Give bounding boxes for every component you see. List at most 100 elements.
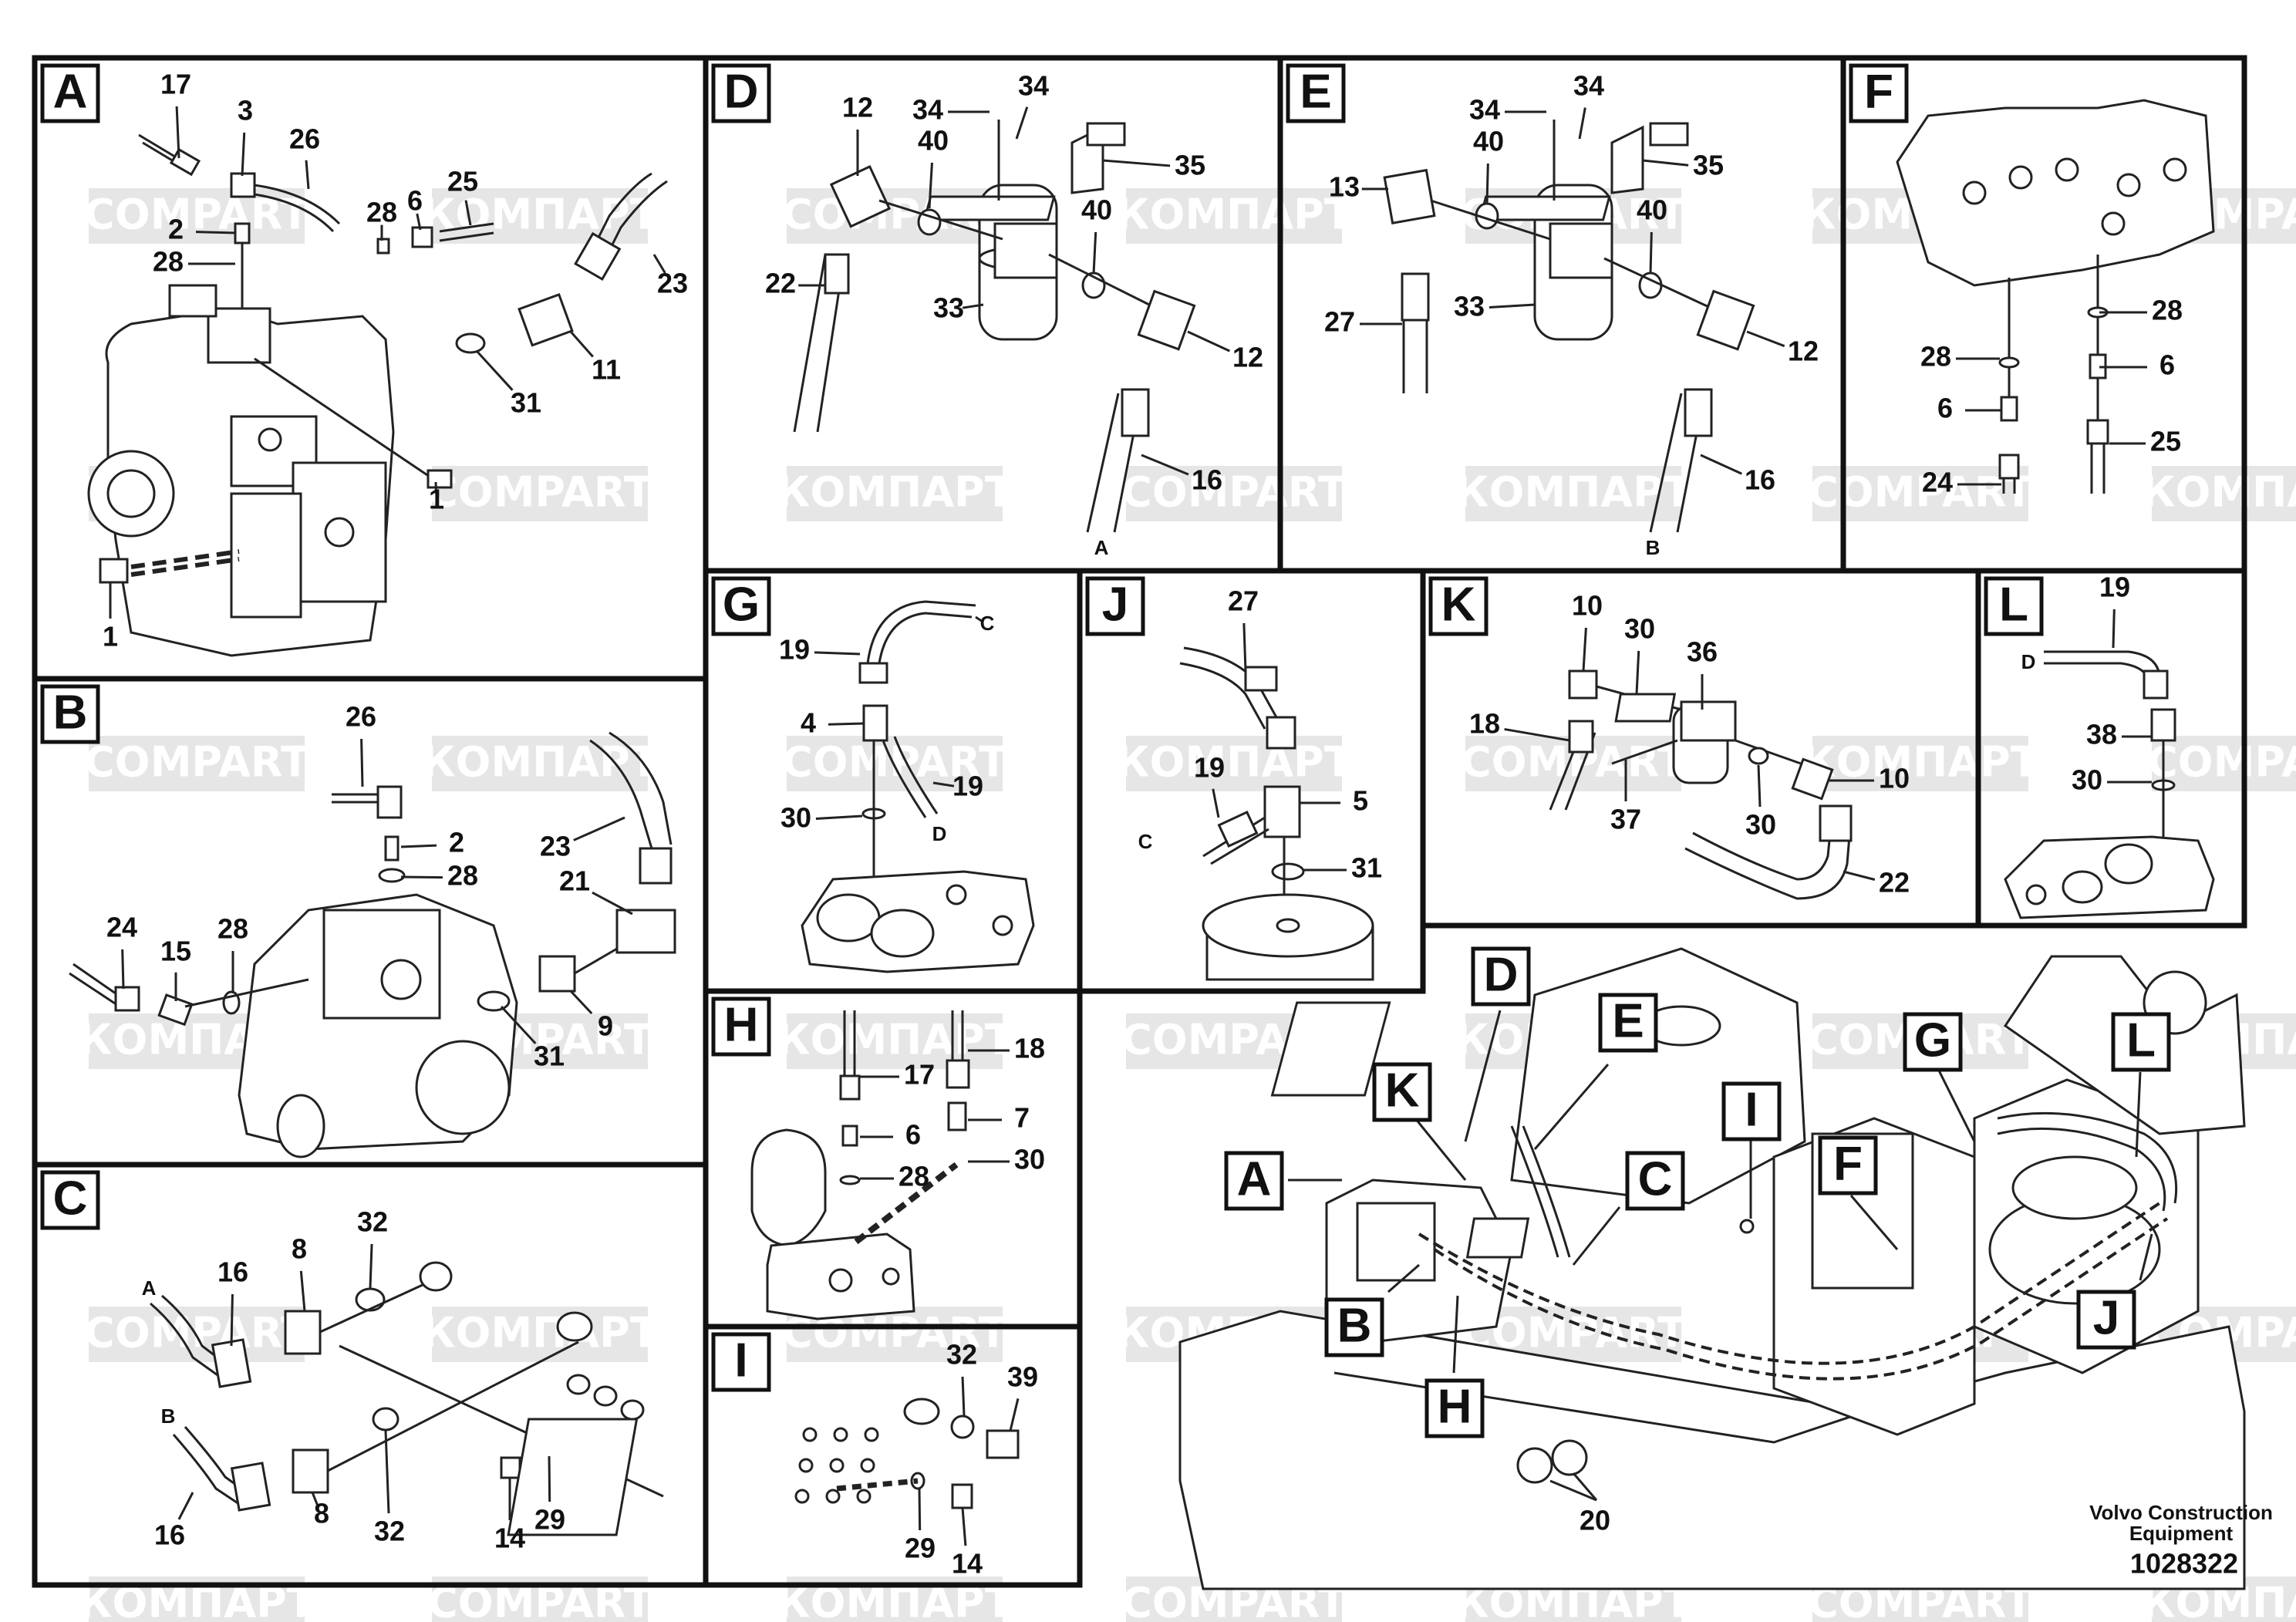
svg-text:D: D <box>1484 948 1519 1001</box>
tab-e: E <box>1286 63 1346 123</box>
callout-label: 40 <box>1473 126 1504 157</box>
watermark-text: COMPART <box>1121 468 1347 517</box>
callout-leader <box>1635 650 1640 695</box>
callout-label: 29 <box>534 1504 565 1536</box>
overview-tab-f: F <box>1818 1135 1878 1195</box>
callout-leader <box>1102 159 1171 167</box>
callout-leader <box>928 162 933 209</box>
callout-label: 31 <box>511 387 541 419</box>
callout-label: 28 <box>366 197 397 228</box>
callout-leader <box>1092 231 1097 275</box>
callout-label: 3 <box>238 95 253 126</box>
callout-label: 12 <box>1788 336 1819 367</box>
tab-j-label: J <box>1102 578 1128 631</box>
callout-label: 1 <box>429 484 444 515</box>
callout-leader <box>1746 330 1785 348</box>
callout-label: 14 <box>952 1548 983 1580</box>
overview-tab-h: H <box>1424 1378 1485 1438</box>
callout-label: 25 <box>2150 426 2181 457</box>
watermark-text: КОМПАРТ <box>1455 468 1691 517</box>
callout-label: 17 <box>904 1059 935 1091</box>
callout-label: 19 <box>1194 752 1225 784</box>
overview-leaders <box>1288 1010 2153 1502</box>
callout-leader <box>400 844 437 848</box>
watermark-bg <box>1812 466 2028 521</box>
panel-d-drawing <box>793 120 1196 533</box>
callout-leader <box>177 1492 194 1520</box>
callout-label: 22 <box>1879 867 1910 899</box>
callout-leader <box>652 254 666 274</box>
callout-label: 39 <box>1007 1361 1038 1393</box>
callout-leader <box>1700 454 1742 475</box>
callout-leader <box>932 781 955 787</box>
watermark-text: КОМПАРТ <box>776 1016 1013 1064</box>
callout-label: 23 <box>657 268 688 299</box>
callout-label: 28 <box>899 1161 929 1192</box>
tab-h-label: H <box>724 998 759 1051</box>
callout-label: 31 <box>1351 852 1382 884</box>
panel-tabs: A B C D E F G J K L H I <box>40 63 2044 1392</box>
callout-leader <box>1242 622 1247 672</box>
callout-label: 33 <box>1454 291 1485 322</box>
callout-label: 14 <box>494 1523 525 1554</box>
callout-label: 6 <box>2159 349 2175 381</box>
watermark-bg <box>1126 736 1342 791</box>
callout-label: 28 <box>447 860 478 892</box>
callout-label: 30 <box>1745 809 1776 841</box>
watermark-text: КОМПАРТ <box>1802 738 2038 787</box>
tab-i: I <box>711 1332 771 1392</box>
callout-leader <box>1485 163 1489 205</box>
callout-leader <box>1141 454 1189 476</box>
callout-label: 34 <box>912 94 943 126</box>
tab-d: D <box>711 63 771 123</box>
tab-l-label: L <box>1999 578 2028 631</box>
callout-leader <box>961 1376 966 1416</box>
panel-frames <box>32 55 2247 1588</box>
watermark-text: COMPART <box>2147 738 2296 787</box>
callout-label: 12 <box>842 92 873 123</box>
tab-h: H <box>711 996 771 1057</box>
callout-label: 29 <box>905 1533 936 1564</box>
callout-label: 32 <box>946 1339 977 1371</box>
callout-label: 25 <box>447 166 478 197</box>
callout-label: 40 <box>918 125 949 157</box>
callout-label: 24 <box>1922 467 1953 498</box>
panel-c-drawing <box>150 1261 664 1512</box>
callout-leader <box>1187 330 1231 352</box>
callout-label: 22 <box>765 268 796 299</box>
callout-label: 40 <box>1637 194 1667 226</box>
callout-label: 15 <box>160 936 191 967</box>
callout-leader <box>305 160 310 190</box>
tab-k: K <box>1428 576 1489 636</box>
tab-g: G <box>711 576 771 636</box>
tab-k-label: K <box>1441 578 1476 631</box>
tab-f-label: F <box>1864 65 1893 118</box>
svg-text:E: E <box>1612 994 1644 1047</box>
callout-leader <box>975 615 983 623</box>
callout-label: 28 <box>153 246 184 278</box>
callout-label: 32 <box>357 1206 388 1238</box>
callout-leader <box>815 814 863 820</box>
callout-leader <box>500 1005 537 1044</box>
tab-b: B <box>40 684 100 744</box>
svg-text:J: J <box>2093 1291 2119 1344</box>
watermark-text: COMPART <box>427 468 652 517</box>
callout-leader <box>1757 764 1762 808</box>
tab-c: C <box>40 1170 100 1230</box>
callout-leader <box>548 1455 551 1502</box>
panel-l-frame <box>1975 568 2247 929</box>
callout-leader <box>369 1243 373 1289</box>
callout-leader <box>573 816 625 841</box>
callout-leader <box>961 1507 967 1546</box>
callout-leader <box>592 891 633 916</box>
callout-label: 26 <box>346 701 376 733</box>
callout-label: 4 <box>801 707 816 739</box>
tab-f: F <box>1849 63 1909 123</box>
overview-tab-l: L <box>2111 1012 2171 1072</box>
callout-leader <box>230 1293 234 1347</box>
watermark-text: КОМПАРТ <box>1115 738 1352 787</box>
panel-h-drawing <box>750 1010 970 1320</box>
callout-leader <box>1642 159 1689 167</box>
